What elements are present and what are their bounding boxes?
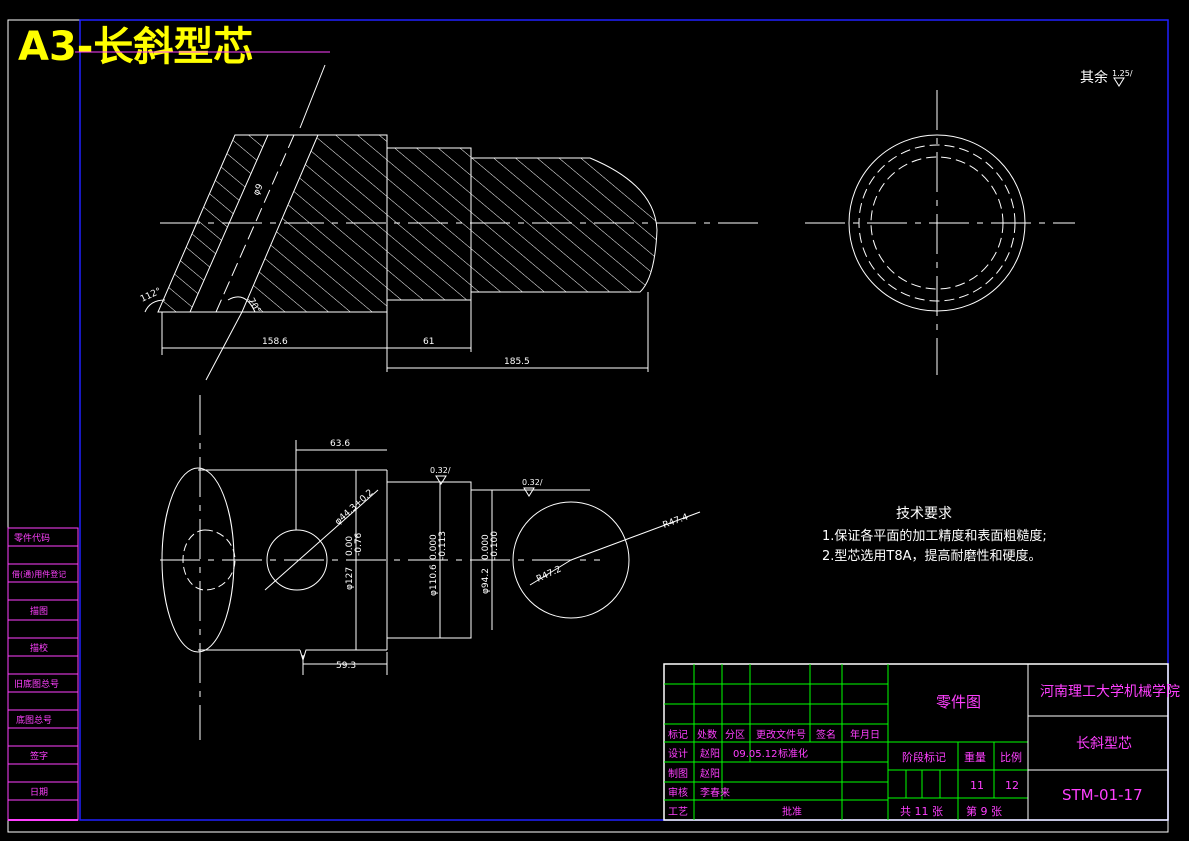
dim-label-61: 61 bbox=[423, 337, 434, 347]
tb-draw-0: 制图 bbox=[668, 767, 688, 780]
bottom-view bbox=[160, 395, 701, 740]
tb-stage-label: 阶段标记 bbox=[902, 750, 946, 764]
dim-label-59: 59.3 bbox=[336, 661, 356, 671]
title-block bbox=[663, 663, 1169, 821]
dim-label-94: φ94.2 bbox=[481, 568, 491, 594]
tb-hdr-3: 更改文件号 bbox=[756, 728, 806, 741]
middle-section bbox=[386, 147, 472, 301]
r47-leader-1 bbox=[570, 511, 701, 561]
tb-sheet-label: 第 9 张 bbox=[966, 804, 1002, 818]
end-view bbox=[805, 90, 1075, 375]
tb-process-0: 工艺 bbox=[668, 806, 688, 818]
left-label-4: 旧底图总号 bbox=[14, 678, 59, 690]
dim-label-158: 158.6 bbox=[262, 337, 288, 347]
tb-check-1: 李春来 bbox=[700, 786, 730, 799]
tb-design-1: 赵阳 bbox=[700, 747, 720, 760]
tb-scale-label: 比例 bbox=[1000, 750, 1022, 764]
tb-drawing-no: STM-01-17 bbox=[1062, 786, 1143, 804]
tech-heading: 技术要求 bbox=[896, 506, 952, 522]
tb-weight-value: 11 bbox=[970, 779, 984, 792]
tb-scale-value: 12 bbox=[1005, 779, 1019, 792]
tb-design-3: 标准化 bbox=[778, 747, 808, 760]
dim-label-185: 185.5 bbox=[504, 357, 530, 367]
dim-label-63: 63.6 bbox=[330, 439, 350, 449]
dim-tol-94: 0.000-0.100 bbox=[481, 531, 500, 560]
dim-label-110: φ110.6 bbox=[429, 564, 439, 596]
tb-hdr-4: 签名 bbox=[816, 728, 836, 741]
top-view bbox=[144, 64, 760, 381]
dim-label-127: φ127 bbox=[345, 567, 355, 590]
left-label-6: 签字 bbox=[30, 750, 48, 762]
tb-school: 河南理工大学机械学院 bbox=[1040, 684, 1180, 700]
tb-total-label: 共 11 张 bbox=[900, 805, 943, 818]
dim-44-leader bbox=[264, 489, 379, 591]
drawing-title: A3-长斜型芯 bbox=[18, 24, 253, 70]
tb-draw-1: 赵阳 bbox=[700, 767, 720, 780]
tb-process-1: 批准 bbox=[782, 805, 802, 818]
rough-label-2: 0.32/ bbox=[522, 478, 543, 487]
left-label-0: 零件代码 bbox=[14, 532, 50, 544]
dim-tol-127: 0.00-0.76 bbox=[345, 532, 364, 556]
tb-check-0: 审核 bbox=[668, 786, 688, 799]
dim-tol-110: 0.000-0.113 bbox=[429, 531, 448, 560]
hole-circle bbox=[266, 529, 328, 591]
left-label-1: 借(通)用件登记 bbox=[12, 569, 66, 579]
angle-arc-1 bbox=[144, 299, 166, 313]
outer-border bbox=[7, 19, 1169, 833]
leader-hole bbox=[205, 311, 243, 381]
tb-hdr-2: 分区 bbox=[725, 729, 745, 741]
tb-drawing-type: 零件图 bbox=[936, 693, 981, 711]
tech-line-1: 1.保证各平面的加工精度和表面粗糙度; bbox=[822, 528, 1047, 544]
tb-hdr-5: 年月日 bbox=[850, 728, 880, 741]
right-round bbox=[512, 501, 630, 619]
tb-part-name: 长斜型芯 bbox=[1076, 736, 1132, 752]
dim-label-r47a: R47.4 bbox=[662, 512, 690, 530]
rough-label-1: 0.32/ bbox=[430, 466, 451, 475]
left-label-7: 日期 bbox=[30, 787, 48, 798]
tb-hdr-0: 标记 bbox=[668, 729, 688, 741]
roughness-label: 其余 bbox=[1080, 69, 1108, 86]
dim-label-44: φ44.3+0.2 bbox=[333, 488, 375, 527]
tech-line-2: 2.型芯选用T8A，提高耐磨性和硬度。 bbox=[822, 548, 1042, 564]
inner-frame bbox=[79, 19, 1169, 821]
roughness-value: 1.25/ bbox=[1112, 69, 1133, 78]
r47-leader-2 bbox=[529, 559, 572, 586]
hole-axis bbox=[215, 134, 295, 313]
rounded-end bbox=[470, 157, 658, 293]
left-label-3: 描校 bbox=[30, 642, 48, 654]
tb-hdr-1: 处数 bbox=[697, 728, 717, 741]
left-column bbox=[7, 527, 79, 821]
dim-label-r47b: R47.2 bbox=[535, 565, 563, 585]
tb-design-0: 设计 bbox=[668, 747, 688, 760]
tb-weight-label: 重量 bbox=[964, 750, 986, 764]
dim-label-phi9: φ9 bbox=[252, 182, 266, 197]
angle-label-112: 112° bbox=[139, 286, 163, 304]
left-label-2: 描图 bbox=[30, 605, 48, 617]
angle-arc-2 bbox=[227, 296, 256, 313]
leader-line bbox=[299, 64, 326, 129]
tb-design-2: 09.05.12 bbox=[733, 749, 778, 760]
roughness-symbol bbox=[1113, 77, 1125, 87]
left-label-5: 底图总号 bbox=[16, 714, 52, 726]
